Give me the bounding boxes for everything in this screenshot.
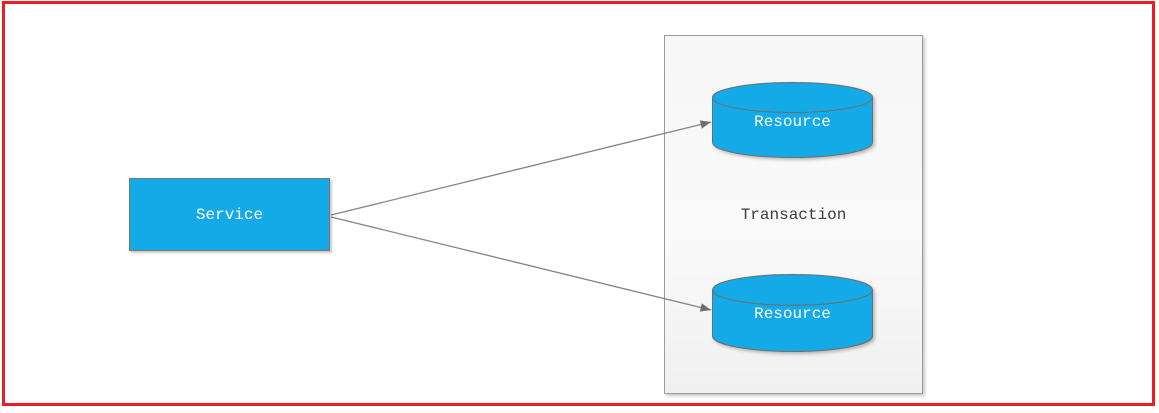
cylinder-icon (712, 274, 873, 352)
edge-service-to-resource-top (330, 120, 712, 216)
edge-service-to-resource-bottom (330, 216, 712, 312)
node-resource-top: Resource (712, 82, 873, 158)
cylinder-icon (712, 82, 873, 158)
transaction-label: Transaction (740, 206, 847, 224)
service-label: Service (195, 205, 264, 224)
resource-bottom-label: Resource (754, 305, 831, 323)
node-resource-bottom: Resource (712, 274, 873, 352)
resource-top-label: Resource (754, 113, 831, 131)
node-service: Service (129, 178, 330, 251)
